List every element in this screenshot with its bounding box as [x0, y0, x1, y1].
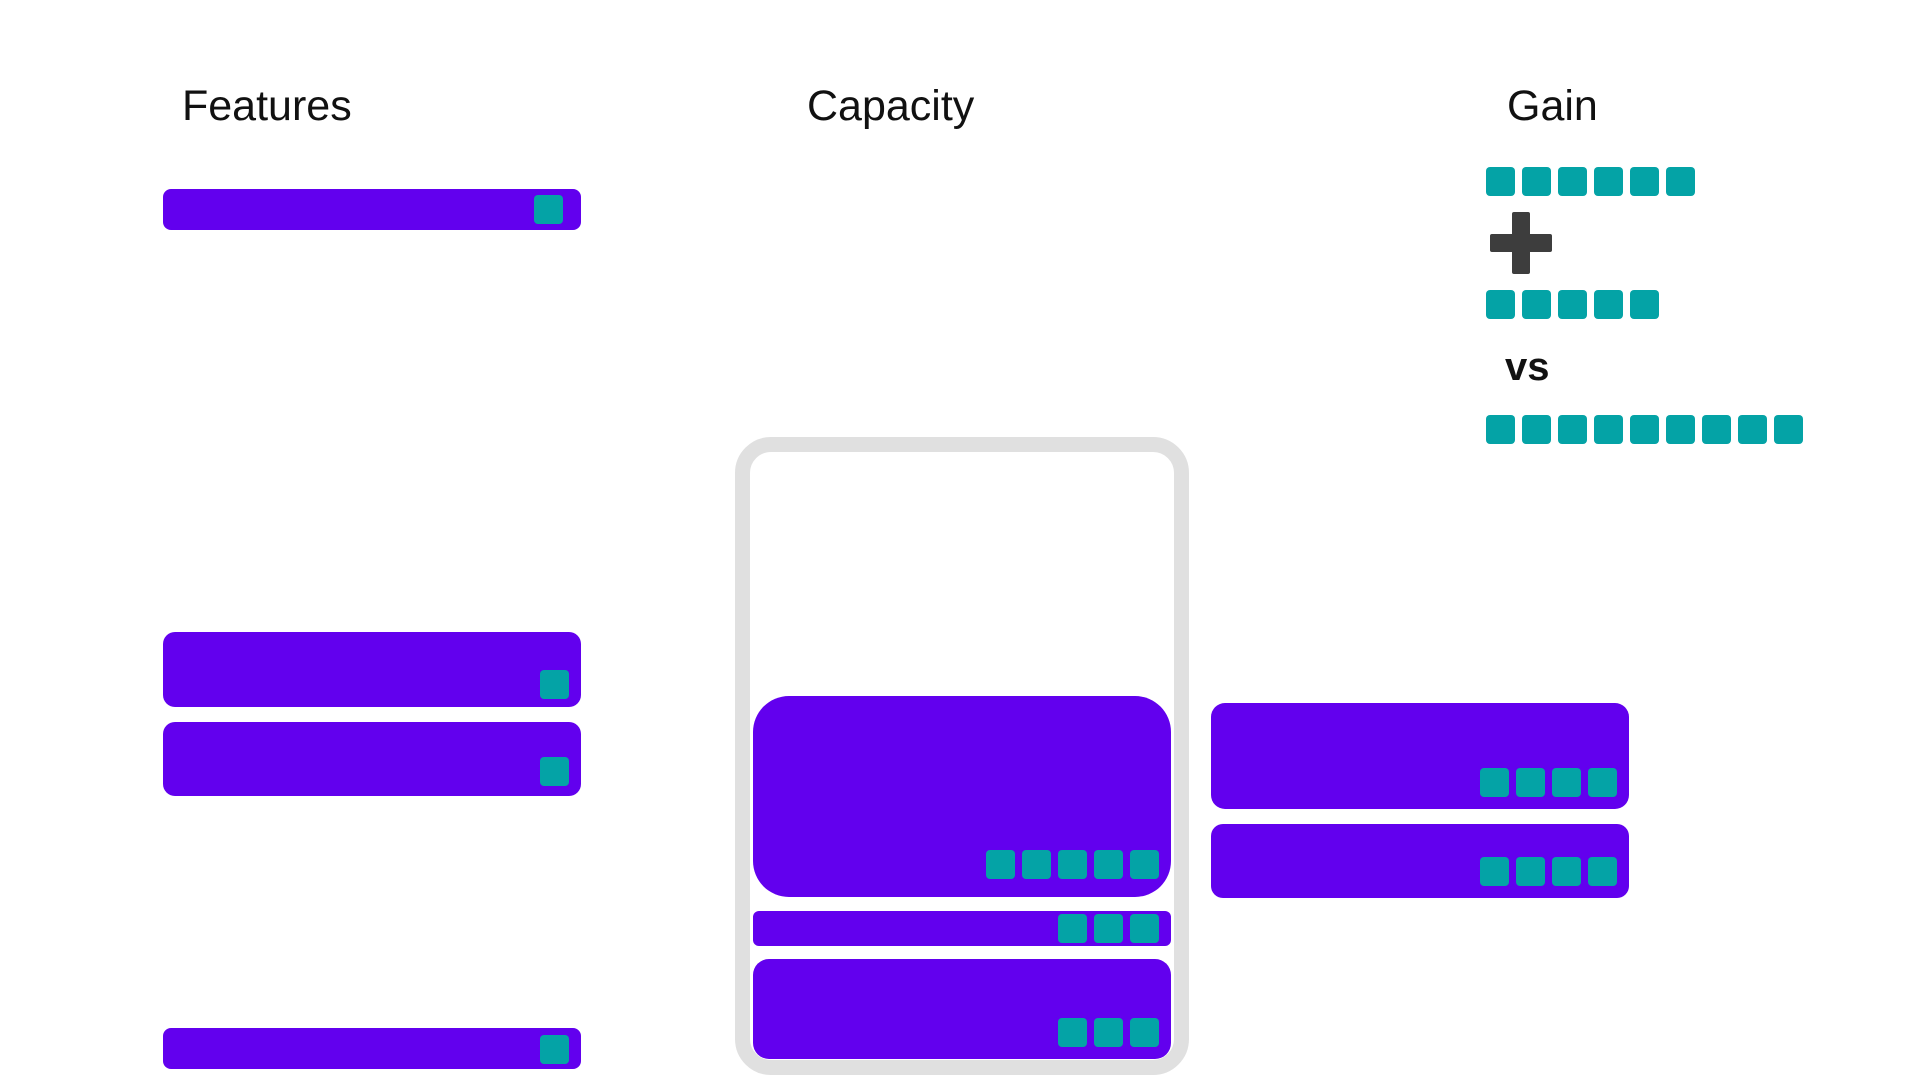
block — [1738, 415, 1767, 444]
block — [1630, 290, 1659, 319]
capacity-bar-large — [753, 696, 1171, 897]
capacity-bar-bottom — [753, 959, 1171, 1059]
block — [1594, 415, 1623, 444]
block — [1480, 768, 1509, 797]
block — [1058, 1018, 1087, 1047]
block — [1594, 290, 1623, 319]
overflow-bar-1 — [1211, 703, 1629, 809]
features-bar-4 — [163, 1028, 581, 1069]
block — [1022, 850, 1051, 879]
block — [1558, 290, 1587, 319]
features-bar-1-blocks — [534, 195, 563, 224]
gain-heading: Gain — [1507, 82, 1598, 130]
block — [1630, 167, 1659, 196]
block — [1094, 850, 1123, 879]
block — [1486, 167, 1515, 196]
block — [540, 1035, 569, 1064]
block — [1588, 768, 1617, 797]
features-bar-4-blocks — [540, 1035, 569, 1064]
block — [1558, 415, 1587, 444]
capacity-bar-thin-blocks — [1058, 914, 1159, 943]
gain-block-row-a — [1486, 167, 1695, 196]
block — [1702, 415, 1731, 444]
block — [540, 757, 569, 786]
block — [540, 670, 569, 699]
block — [1516, 857, 1545, 886]
block — [1480, 857, 1509, 886]
block — [1058, 914, 1087, 943]
block — [1552, 857, 1581, 886]
block — [1094, 914, 1123, 943]
block — [1522, 167, 1551, 196]
block — [1774, 415, 1803, 444]
block — [1486, 415, 1515, 444]
features-bar-3 — [163, 722, 581, 796]
block — [1522, 415, 1551, 444]
block — [1130, 850, 1159, 879]
features-bar-2-blocks — [540, 670, 569, 699]
block — [1666, 415, 1695, 444]
block — [1594, 167, 1623, 196]
block — [534, 195, 563, 224]
block — [1058, 850, 1087, 879]
features-bar-2 — [163, 632, 581, 707]
block — [1558, 167, 1587, 196]
block — [986, 850, 1015, 879]
block — [1486, 290, 1515, 319]
block — [1588, 857, 1617, 886]
capacity-bar-thin — [753, 911, 1171, 946]
block — [1630, 415, 1659, 444]
vs-label: vs — [1505, 345, 1550, 389]
overflow-bar-2 — [1211, 824, 1629, 898]
features-bar-3-blocks — [540, 757, 569, 786]
gain-block-row-b — [1486, 290, 1659, 319]
capacity-heading: Capacity — [807, 82, 975, 130]
overflow-bar-2-blocks — [1480, 857, 1617, 886]
plus-icon — [1490, 212, 1552, 274]
block — [1094, 1018, 1123, 1047]
features-bar-1 — [163, 189, 581, 230]
capacity-bar-large-blocks — [986, 850, 1159, 879]
gain-block-row-total — [1486, 415, 1803, 444]
block — [1130, 1018, 1159, 1047]
features-heading: Features — [182, 82, 352, 130]
block — [1516, 768, 1545, 797]
block — [1130, 914, 1159, 943]
overflow-bar-1-blocks — [1480, 768, 1617, 797]
capacity-bar-bottom-blocks — [1058, 1018, 1159, 1047]
block — [1666, 167, 1695, 196]
block — [1522, 290, 1551, 319]
block — [1552, 768, 1581, 797]
